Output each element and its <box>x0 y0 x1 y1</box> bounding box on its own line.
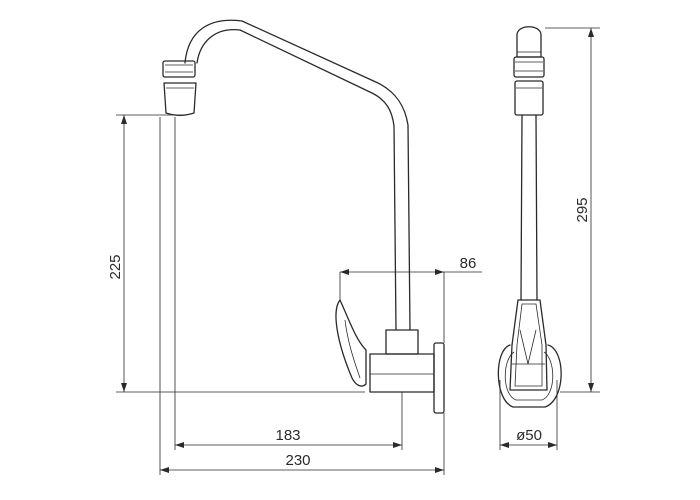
side-aerator-nut <box>513 56 545 78</box>
side-aerator-body <box>514 80 544 116</box>
handle-detail <box>344 319 361 379</box>
body-housing <box>369 353 435 393</box>
side-flange <box>497 344 562 408</box>
dim-overall-height: 295 <box>574 197 591 222</box>
front-view <box>162 19 445 414</box>
spout-tube-outer <box>196 29 397 331</box>
dim-wall-offset: 86 <box>460 255 477 272</box>
handle-lever <box>335 299 367 387</box>
spout-tube-inner <box>184 19 411 331</box>
side-dimensions: 295 ø50 <box>499 27 600 450</box>
wall-flange <box>433 342 445 414</box>
side-view <box>497 26 562 408</box>
side-handle-detail <box>519 329 537 365</box>
dim-overall-length: 230 <box>285 452 310 469</box>
side-flange-inner <box>504 351 554 401</box>
dim-spout-height: 225 <box>107 254 124 279</box>
side-tube-left <box>520 114 523 301</box>
side-handle <box>509 299 548 391</box>
front-dimensions: 225 86 183 230 <box>107 114 482 475</box>
valve-body <box>385 329 419 355</box>
side-tube-right <box>535 114 538 301</box>
aerator-nut <box>162 60 196 78</box>
dim-outlet-reach: 183 <box>275 427 300 444</box>
spout-cap <box>516 26 542 58</box>
side-handle-inner <box>514 303 543 387</box>
dim-flange-diameter: ø50 <box>516 427 542 444</box>
